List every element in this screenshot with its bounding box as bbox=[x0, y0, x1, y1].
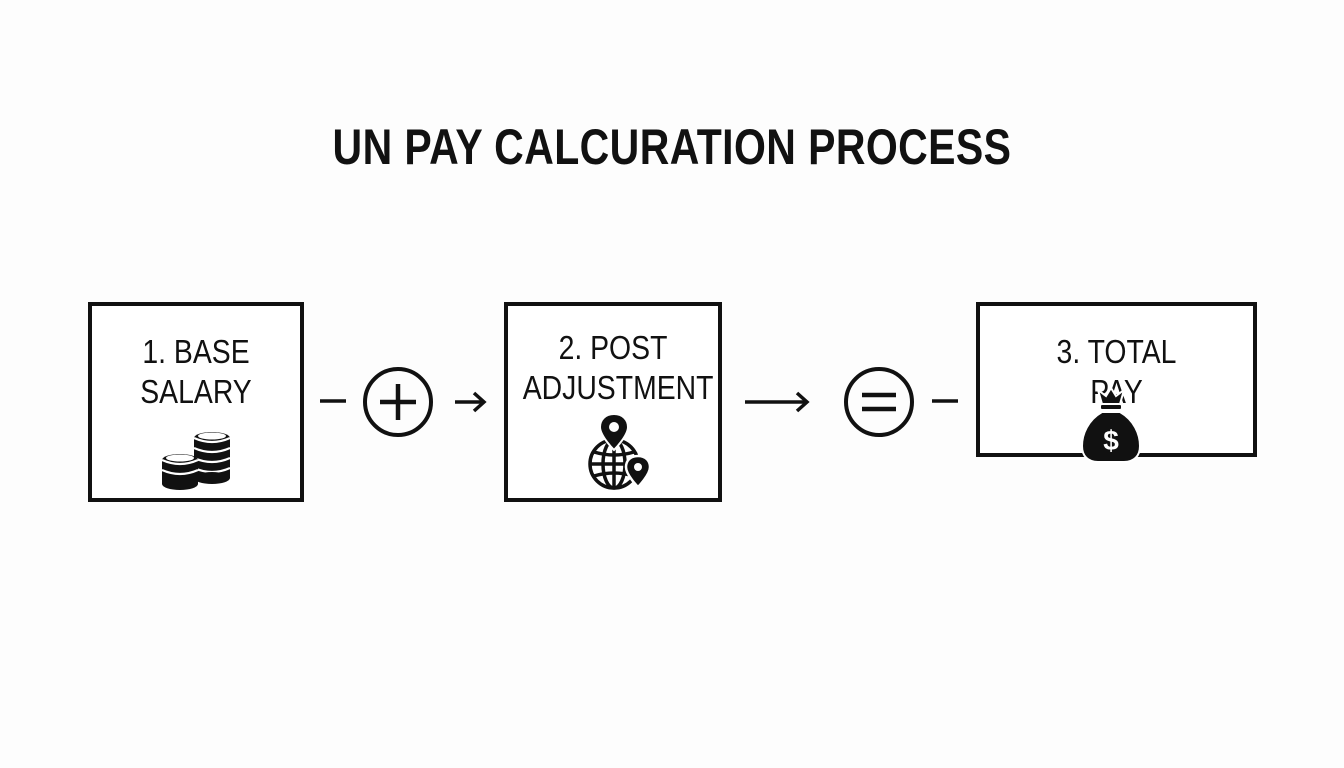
step-box-post-adjustment: 2. POST ADJUSTMENT bbox=[504, 302, 722, 502]
step-label-post-adjustment: 2. POST ADJUSTMENT bbox=[522, 328, 714, 408]
step-label-line2: SALARY bbox=[140, 373, 252, 410]
coins-stack-icon bbox=[161, 432, 231, 490]
plus-circle-icon bbox=[363, 367, 433, 437]
equals-circle-icon bbox=[844, 367, 914, 437]
money-bag-icon: $ bbox=[1080, 386, 1142, 463]
connector-dash-left bbox=[320, 399, 346, 403]
globe-location-pin-icon bbox=[588, 412, 652, 490]
arrow-right-long-icon bbox=[745, 391, 810, 413]
step-label-line1: 3. TOTAL bbox=[1056, 333, 1177, 370]
step-label-line2: ADJUSTMENT bbox=[522, 369, 714, 406]
connector-dash-right bbox=[932, 399, 958, 403]
svg-text:$: $ bbox=[1103, 425, 1119, 456]
step-label-base-salary: 1. BASE SALARY bbox=[107, 332, 286, 412]
arrow-right-icon bbox=[455, 391, 487, 413]
step-label-line1: 1. BASE bbox=[142, 333, 250, 370]
step-label-line1: 2. POST bbox=[558, 329, 668, 366]
diagram-title: UN PAY CALCURATION PROCESS bbox=[332, 119, 1012, 175]
step-box-base-salary: 1. BASE SALARY bbox=[88, 302, 304, 502]
